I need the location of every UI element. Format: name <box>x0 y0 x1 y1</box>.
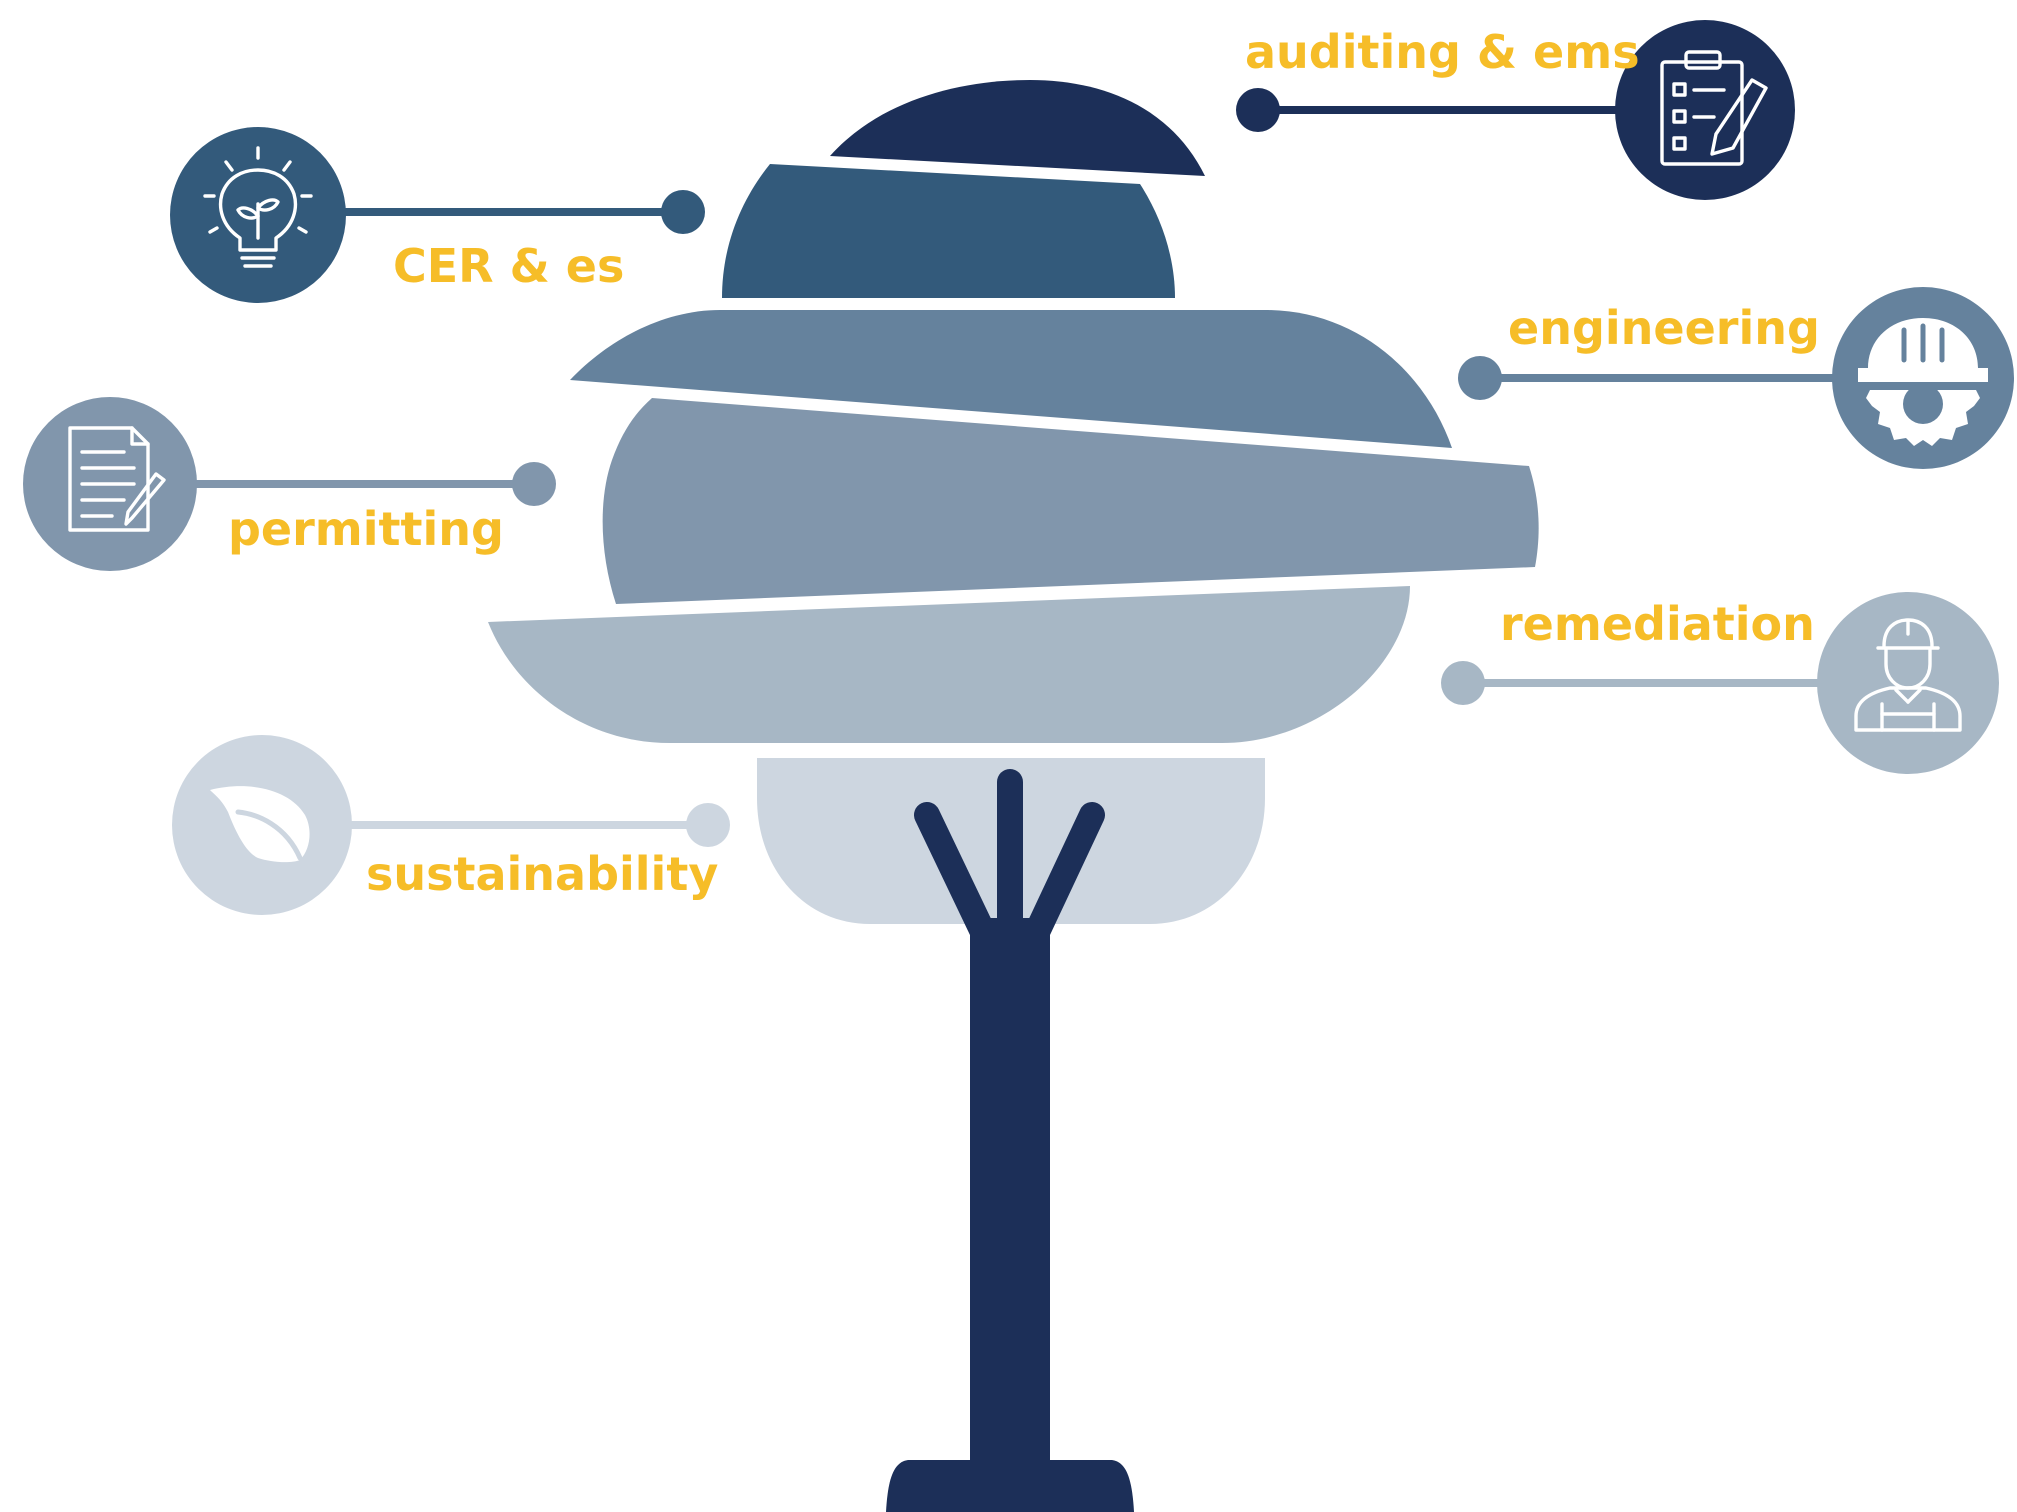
sustainability-label: sustainability <box>366 847 718 901</box>
service-auditing[interactable]: auditing & ems <box>1236 20 1795 200</box>
document-pencil-icon <box>68 426 166 532</box>
clipboard-checklist-icon <box>1660 50 1768 166</box>
auditing-label: auditing & ems <box>1245 25 1640 79</box>
engineering-label: engineering <box>1508 301 1820 355</box>
canopy-tier-5 <box>488 586 1410 743</box>
sustainability-connector-dot <box>686 803 730 847</box>
canopy-tier-2 <box>722 164 1175 298</box>
service-remediation[interactable]: remediation <box>1441 592 1999 774</box>
canopy-tier-4 <box>602 398 1539 604</box>
canopy-tier-1 <box>830 80 1205 176</box>
auditing-icon-circle <box>1615 20 1795 200</box>
permitting-connector-dot <box>512 462 556 506</box>
leaf-icon <box>210 786 310 863</box>
auditing-connector-dot <box>1236 88 1280 132</box>
canopy-tier-3 <box>570 310 1452 448</box>
hardhat-gear-icon <box>1858 318 1988 446</box>
cer-label: CER & es <box>393 239 624 293</box>
tree-trunk <box>886 769 1134 1512</box>
service-cer[interactable]: CER & es <box>170 127 705 303</box>
service-engineering[interactable]: engineering <box>1458 287 2014 469</box>
engineering-connector-dot <box>1458 356 1502 400</box>
remediation-label: remediation <box>1500 597 1815 651</box>
service-permitting[interactable]: permitting <box>23 397 556 571</box>
remediation-connector-dot <box>1441 661 1485 705</box>
worker-icon <box>1854 618 1962 732</box>
cer-connector-dot <box>661 190 705 234</box>
permitting-label: permitting <box>228 502 504 556</box>
service-sustainability[interactable]: sustainability <box>172 735 730 915</box>
lightbulb-plant-icon <box>203 146 313 268</box>
